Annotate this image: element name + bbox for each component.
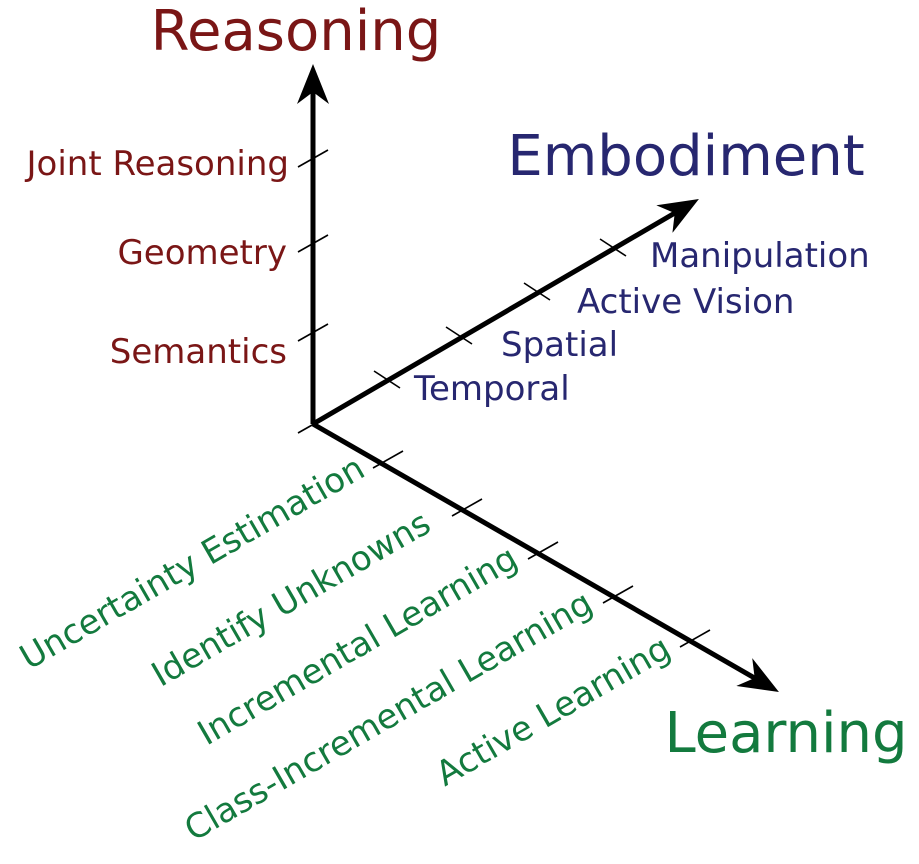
- embodiment-axis-arrow: [311, 198, 699, 427]
- reasoning-tick: [297, 323, 329, 342]
- embodiment-axis-title: Embodiment: [507, 124, 864, 189]
- reasoning-tick: [297, 234, 329, 253]
- embodiment-tick: [373, 370, 401, 389]
- embodiment-label-active-vision: Active Vision: [577, 282, 794, 322]
- origin-tick: [297, 415, 329, 434]
- embodiment-label-spatial: Spatial: [501, 325, 618, 365]
- embodiment-label-temporal: Temporal: [413, 369, 570, 409]
- reasoning-tick: [297, 149, 329, 168]
- learning-tick: [527, 541, 559, 560]
- embodiment-tick: [599, 238, 627, 257]
- learning-tick: [679, 629, 711, 648]
- reasoning-label-joint-reasoning: Joint Reasoning: [25, 144, 289, 184]
- learning-axis-title: Learning: [664, 701, 907, 766]
- reasoning-axis-title: Reasoning: [151, 0, 442, 64]
- reasoning-label-semantics: Semantics: [110, 332, 287, 372]
- learning-tick: [372, 450, 404, 469]
- embodiment-label-manipulation: Manipulation: [650, 236, 870, 276]
- learning-tick: [602, 585, 634, 604]
- learning-axis-arrow: [311, 421, 779, 692]
- embodiment-tick: [523, 282, 551, 301]
- embodiment-tick: [445, 326, 473, 345]
- learning-tick: [451, 498, 483, 517]
- reasoning-label-geometry: Geometry: [117, 233, 287, 273]
